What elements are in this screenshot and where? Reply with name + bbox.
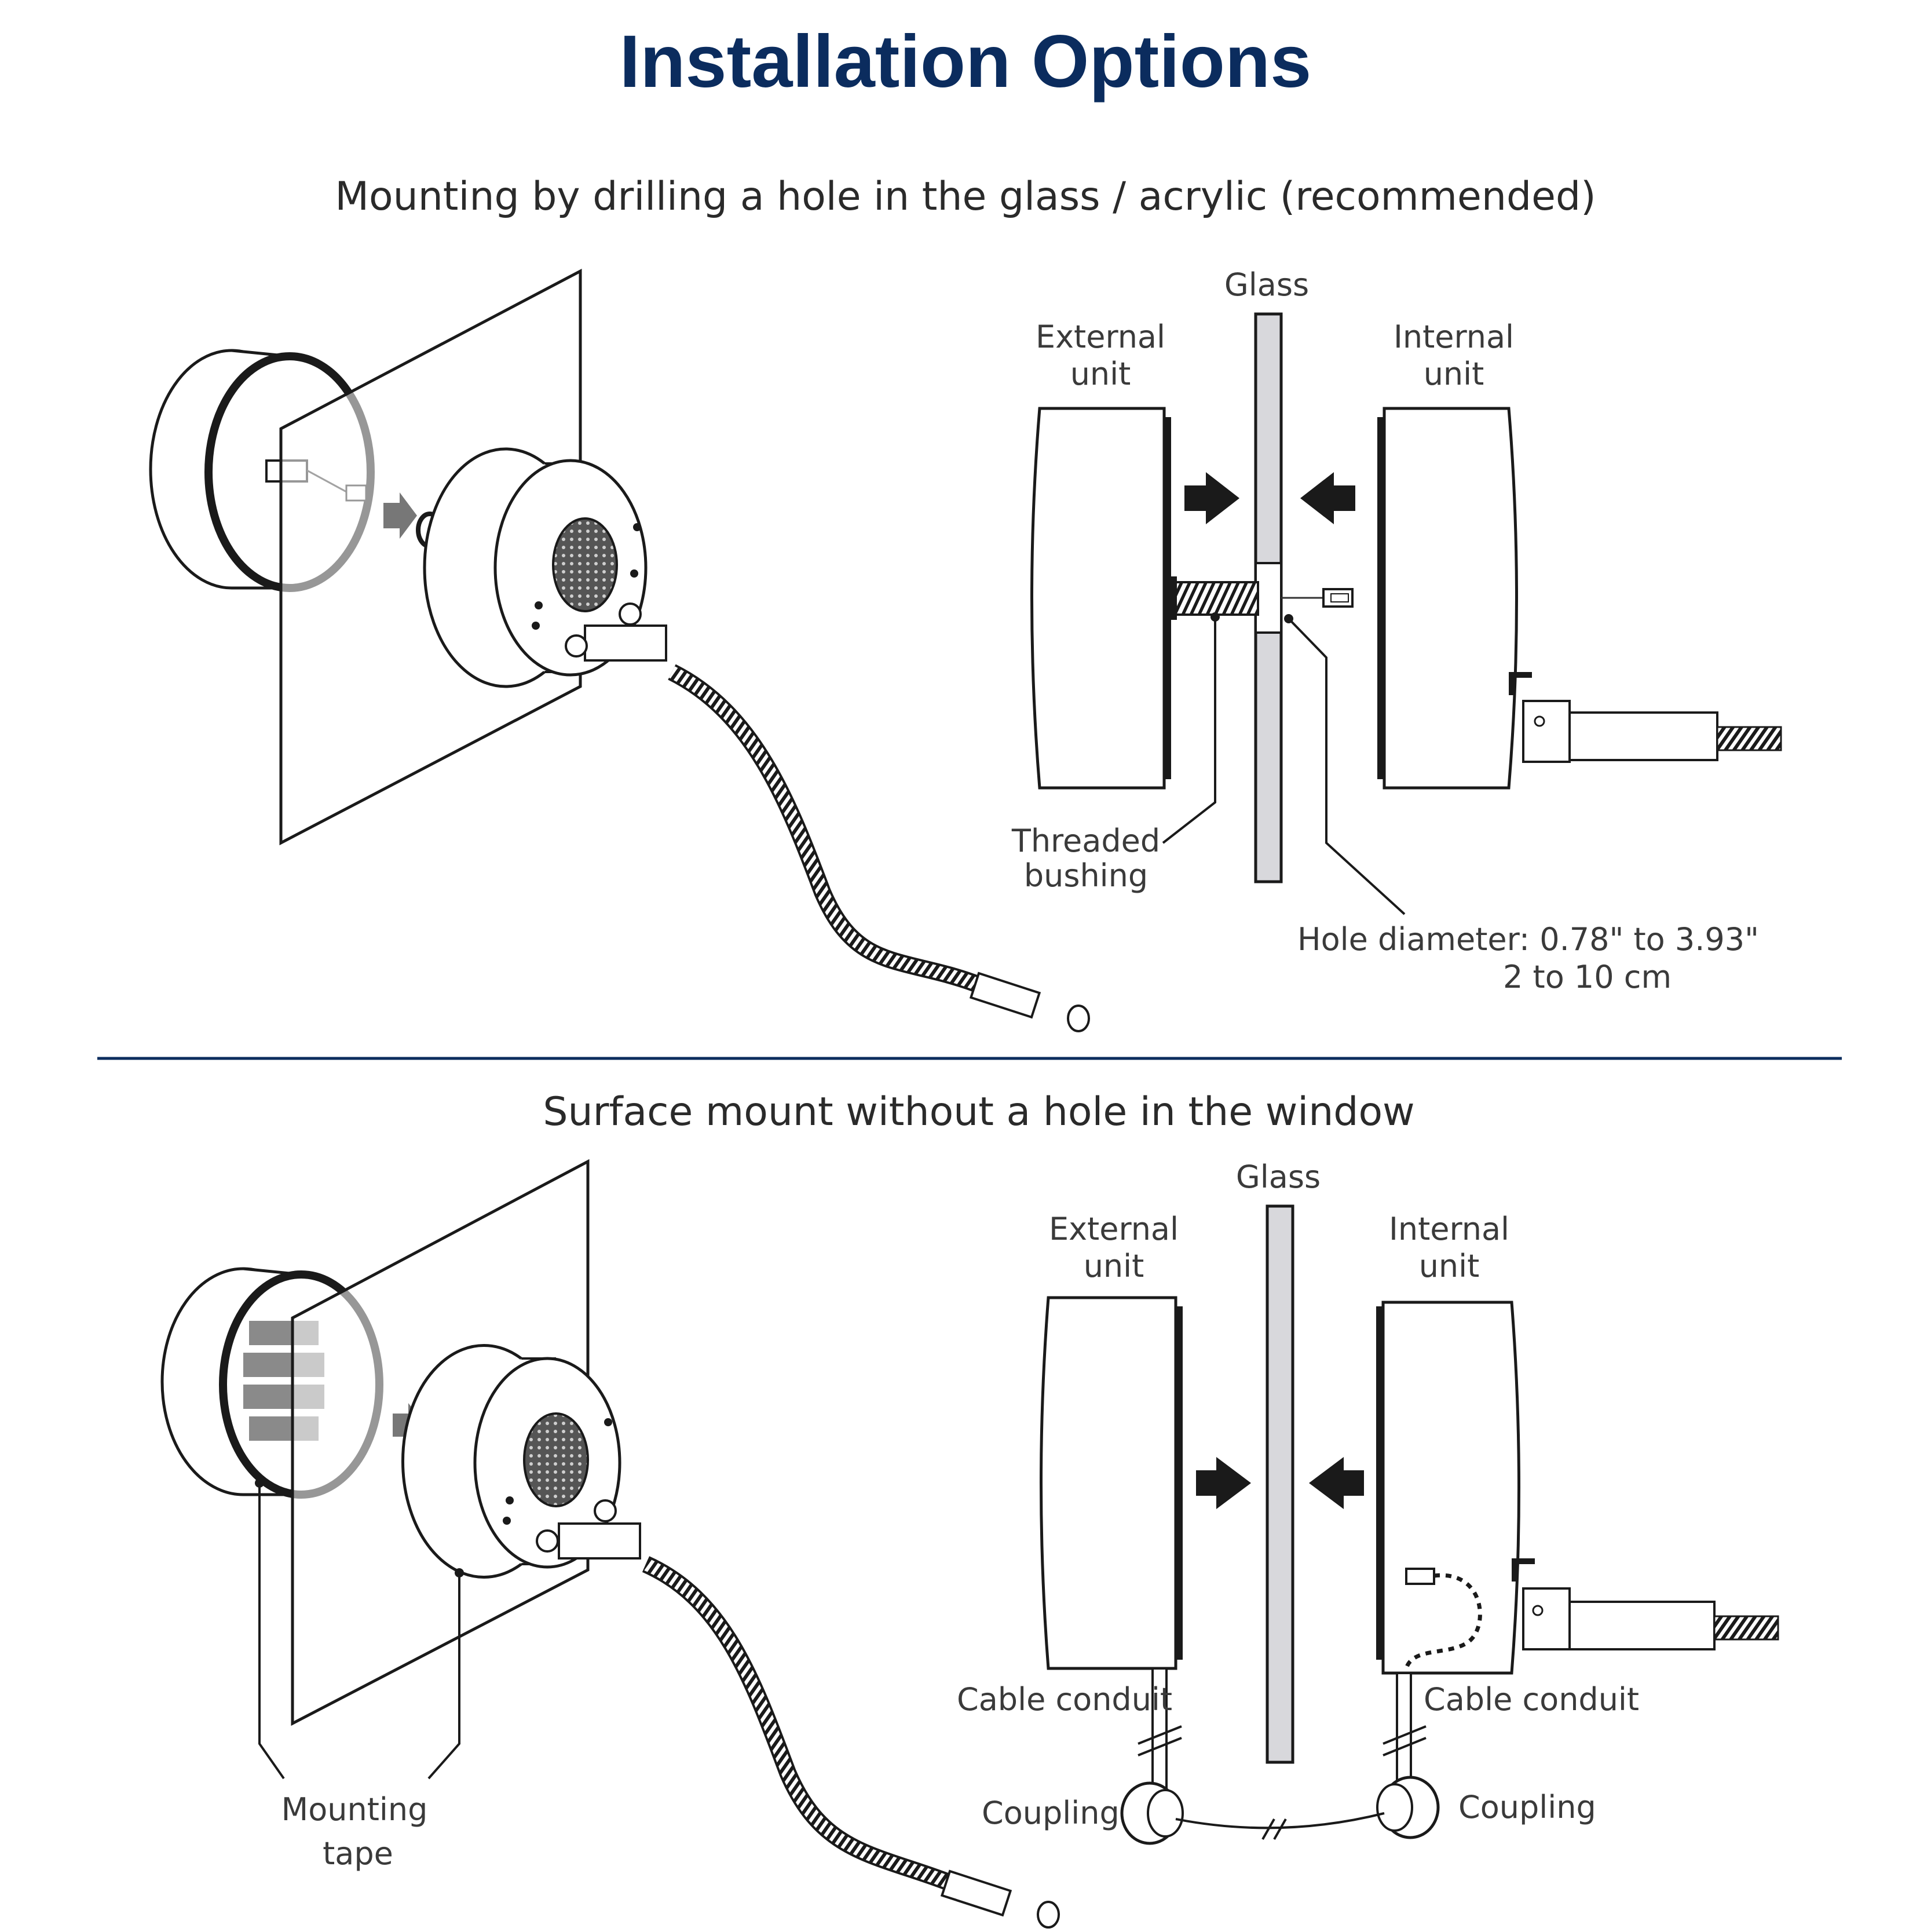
internal-unit-profile [1383,407,1518,790]
external-unit-profile [1030,407,1166,790]
arrow-right-icon [1184,472,1239,524]
internal-unit-drawing [401,1344,641,1579]
glass-label: Glass [1236,1159,1321,1195]
threaded-bushing-drawing [1170,581,1259,616]
internal-unit-label-2: unit [1419,1248,1480,1284]
internal-unit-profile [1381,1301,1520,1675]
mounting-tape-label: Mounting [281,1791,428,1828]
glass-label: Glass [1224,266,1309,303]
gooseneck-cable-drawing [642,1556,953,1891]
internal-unit-label-2: unit [1424,356,1484,392]
internal-unit-label: Internal [1389,1211,1509,1247]
internal-unit-label: Internal [1394,319,1514,355]
arrow-right-icon [383,492,417,539]
coupling-left-label: Coupling [982,1795,1120,1831]
section2-isometric-illustration: Mounting tape [160,1159,1060,1929]
arrow-left-icon [1300,472,1355,524]
threaded-bushing-label: Threaded [1011,823,1160,859]
arrow-right-icon [1196,1457,1251,1509]
section1-heading: Mounting by drilling a hole in the glass… [335,174,1596,220]
section1-cross-section: Glass External unit Internal unit Threa [1011,266,1782,995]
external-unit-label-2: unit [1084,1248,1144,1284]
cable-conduit-right-label: Cable conduit [1424,1681,1639,1718]
gooseneck-cable-drawing [668,664,982,994]
external-unit-label: External [1049,1211,1179,1247]
glass-cross-section [1266,1204,1294,1764]
section2-heading: Surface mount without a hole in the wind… [543,1089,1414,1135]
page-title: Installation Options [620,20,1312,103]
threaded-bushing-label-2: bushing [1024,857,1148,894]
external-unit-label: External [1036,319,1165,355]
external-unit-label-2: unit [1070,356,1131,392]
hole-diameter-label: Hole diameter: 0.78" to 3.93" [1297,921,1759,958]
cable-conduit-left-label: Cable conduit [957,1681,1172,1718]
hole-diameter-metric-label: 2 to 10 cm [1503,959,1672,995]
mounting-tape-label-2: tape [323,1835,393,1872]
arrow-left-icon [1309,1457,1364,1509]
external-unit-profile [1040,1296,1177,1670]
section2-cross-section: Glass External unit Internal unit [957,1159,1779,1845]
coupling-right-label: Coupling [1458,1789,1596,1825]
section1-isometric-illustration [149,268,1090,1032]
internal-unit-drawing [423,447,667,688]
